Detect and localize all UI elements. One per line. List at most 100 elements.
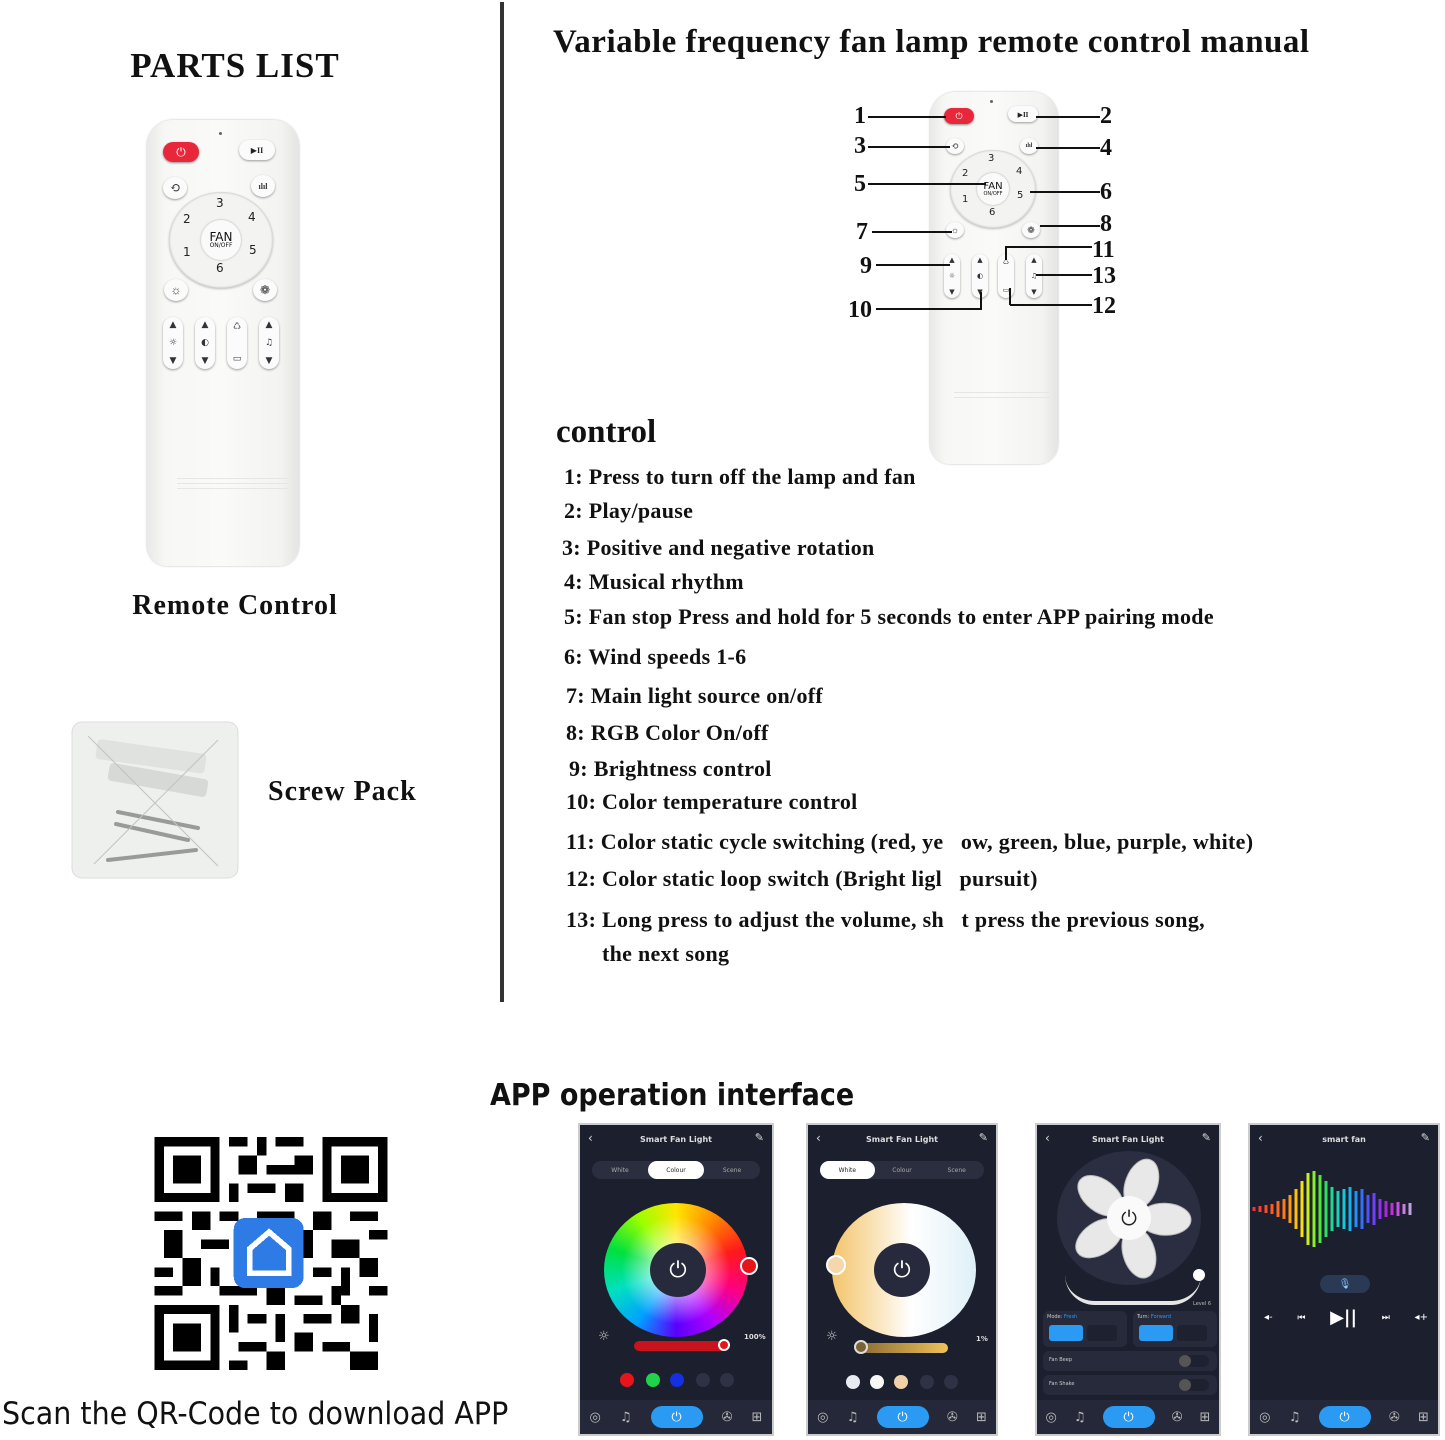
back-icon[interactable]: ‹ xyxy=(1258,1131,1263,1145)
brightness-slider[interactable] xyxy=(634,1341,726,1351)
app-interface-title: APP operation interface xyxy=(490,1078,855,1113)
previous-icon[interactable]: ⏮ xyxy=(1297,1312,1306,1323)
tab-white[interactable]: White xyxy=(820,1161,875,1179)
brightness-slider[interactable] xyxy=(858,1343,948,1353)
swatch-red[interactable] xyxy=(620,1373,634,1387)
fan-shake-toggle[interactable] xyxy=(1179,1379,1209,1391)
tab-colour[interactable]: Colour xyxy=(648,1161,704,1179)
fan-icon[interactable]: ✇ xyxy=(721,1409,733,1425)
bulb-icon[interactable]: ◎ xyxy=(817,1409,829,1425)
nav-power-button[interactable]: ⏻ xyxy=(650,1406,703,1428)
power-button[interactable]: ⏻ xyxy=(874,1243,930,1297)
nav-power-button[interactable]: ⏻ xyxy=(1318,1406,1371,1428)
grid-icon[interactable]: ⊞ xyxy=(975,1409,987,1425)
callout-line-6 xyxy=(1030,191,1100,193)
down-arrow-icon: ▼ xyxy=(169,356,177,366)
back-icon[interactable]: ‹ xyxy=(1045,1131,1050,1145)
brightness-slider-handle[interactable] xyxy=(718,1339,730,1351)
grid-icon[interactable]: ⊞ xyxy=(1199,1409,1211,1425)
control-item-9: 9: Brightness control xyxy=(569,756,772,781)
volume-up-icon[interactable]: ◂+ xyxy=(1414,1312,1428,1323)
play-pause-icon[interactable]: ▶|| xyxy=(1330,1307,1358,1328)
manual-title: Variable frequency fan lamp remote contr… xyxy=(553,24,1310,60)
qr-code[interactable] xyxy=(153,1137,389,1370)
bulb-icon[interactable]: ◎ xyxy=(1259,1409,1271,1425)
next-icon[interactable]: ⏭ xyxy=(1381,1312,1390,1323)
fan-icon[interactable]: ✇ xyxy=(946,1409,958,1425)
grid-icon[interactable]: ⊞ xyxy=(751,1409,763,1425)
edit-icon[interactable]: ✎ xyxy=(978,1131,988,1144)
swatch-warm[interactable] xyxy=(894,1375,908,1389)
control-item-13: 13: Long press to adjust the volume, sh … xyxy=(566,907,1205,932)
power-button[interactable]: ⏻ xyxy=(650,1243,706,1297)
swatch-cool-white[interactable] xyxy=(846,1375,860,1389)
tab-white[interactable]: White xyxy=(611,1166,629,1174)
music-rhythm-icon: ılıl xyxy=(1025,143,1033,149)
add-swatch-button[interactable] xyxy=(920,1375,934,1389)
nav-power-button[interactable]: ⏻ xyxy=(876,1406,929,1428)
callout-5: 5 xyxy=(854,171,866,197)
back-icon[interactable]: ‹ xyxy=(588,1131,593,1145)
color-cycle-rocker: ♺ ▭ xyxy=(998,254,1014,298)
music-icon[interactable]: ♫ xyxy=(619,1409,632,1425)
fan-icon[interactable]: ✇ xyxy=(1388,1409,1400,1425)
bottom-nav: ◎ ♫ ⏻ ✇ ⊞ xyxy=(1037,1400,1219,1434)
tab-colour[interactable]: Colour xyxy=(892,1166,912,1174)
edit-icon[interactable]: ✎ xyxy=(1420,1131,1430,1144)
play-pause-icon: ▶II xyxy=(1017,110,1029,119)
color-temp-icon: ◐ xyxy=(976,272,984,280)
callout-line-3 xyxy=(868,146,950,148)
fan-beep-label: Fan Beep xyxy=(1049,1357,1072,1363)
bulb-icon[interactable]: ◎ xyxy=(1045,1409,1057,1425)
volume-down-icon[interactable]: ◂- xyxy=(1264,1312,1273,1323)
speed-6: 6 xyxy=(989,207,996,218)
fan-beep-toggle[interactable] xyxy=(1179,1355,1209,1367)
brightness-slider-handle[interactable] xyxy=(854,1340,868,1354)
grip-ridge xyxy=(954,397,1050,398)
turn-reverse-button[interactable] xyxy=(1177,1325,1207,1341)
mode-other-button[interactable] xyxy=(1087,1325,1117,1341)
swatch-green[interactable] xyxy=(646,1373,660,1387)
fan-icon[interactable]: ✇ xyxy=(1171,1409,1183,1425)
music-icon[interactable]: ♫ xyxy=(1288,1409,1301,1425)
color-temp-rocker: ▲ ◐ ▼ xyxy=(195,317,215,369)
delete-swatch-button[interactable] xyxy=(944,1375,958,1389)
down-arrow-icon: ▼ xyxy=(977,288,982,296)
tab-scene[interactable]: Scene xyxy=(947,1166,966,1174)
tab-scene[interactable]: Scene xyxy=(722,1166,742,1174)
up-arrow-icon: ▲ xyxy=(977,256,983,264)
remote-rgb-button: ❁ xyxy=(1022,222,1040,238)
swatch-blue[interactable] xyxy=(670,1373,684,1387)
grid-icon[interactable]: ⊞ xyxy=(1417,1409,1429,1425)
control-item-6: 6: Wind speeds 1-6 xyxy=(564,644,747,669)
temp-picker-handle[interactable] xyxy=(826,1255,846,1275)
control-item-2: 2: Play/pause xyxy=(564,498,694,523)
add-swatch-button[interactable] xyxy=(696,1373,710,1387)
turn-label: Turn: Forward xyxy=(1137,1314,1171,1320)
color-picker-handle[interactable] xyxy=(740,1257,758,1275)
edit-icon[interactable]: ✎ xyxy=(754,1131,764,1144)
mode-tabs: White Colour Scene xyxy=(592,1161,760,1179)
music-icon[interactable]: ♫ xyxy=(1073,1409,1086,1425)
app-screen-colour: ‹ Smart Fan Light ✎ White Colour Scene ⏻… xyxy=(578,1123,774,1436)
remote-power-button: ⏻ xyxy=(163,142,199,162)
back-icon[interactable]: ‹ xyxy=(816,1131,821,1145)
bulb-icon[interactable]: ◎ xyxy=(589,1409,601,1425)
up-arrow-icon: ▲ xyxy=(169,320,177,330)
mode-fresh-button[interactable] xyxy=(1049,1325,1083,1341)
fan-speed-slider[interactable] xyxy=(1065,1275,1201,1305)
control-item-7: 7: Main light source on/off xyxy=(566,683,824,708)
callout-line-10 xyxy=(876,308,982,310)
music-note-icon: ♫ xyxy=(264,338,274,348)
microphone-button[interactable]: 🎙 xyxy=(1320,1275,1370,1293)
fan-on-off-label: ON/OFF xyxy=(983,190,1003,197)
delete-swatch-button[interactable] xyxy=(720,1373,734,1387)
music-icon[interactable]: ♫ xyxy=(846,1409,859,1425)
speed-4: 4 xyxy=(248,210,256,224)
fan-speed-handle[interactable] xyxy=(1193,1269,1205,1281)
edit-icon[interactable]: ✎ xyxy=(1201,1131,1211,1144)
down-arrow-icon: ▼ xyxy=(1031,288,1037,296)
turn-forward-button[interactable] xyxy=(1139,1325,1173,1341)
nav-power-button[interactable]: ⏻ xyxy=(1102,1406,1155,1428)
swatch-white[interactable] xyxy=(870,1375,884,1389)
